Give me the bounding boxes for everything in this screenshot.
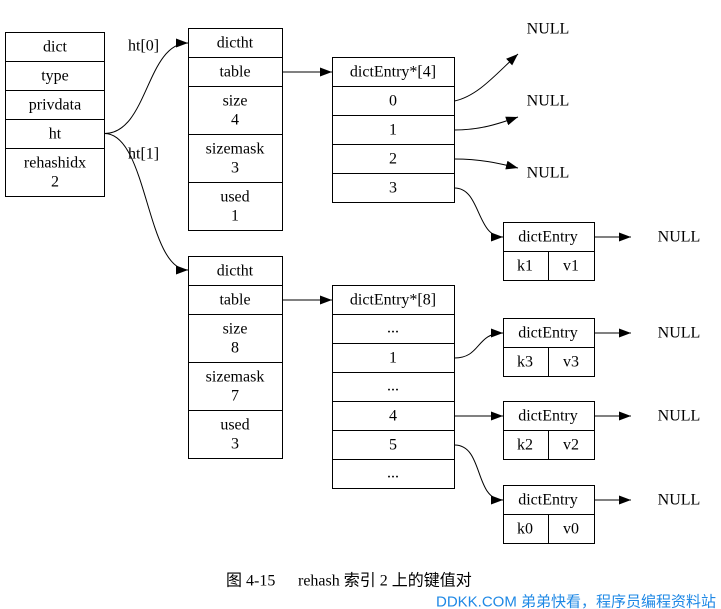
table-1-box: [332, 285, 455, 489]
table-1-slot: ...: [387, 465, 399, 482]
dict-title: dict: [43, 39, 68, 56]
edge-label-ht0: ht[0]: [128, 38, 159, 55]
dictht-0-size-label: size: [223, 93, 248, 110]
dict-field-privdata: privdata: [29, 97, 81, 114]
dict-entry-value: v1: [563, 258, 579, 275]
table-1-title: dictEntry*[8]: [350, 292, 436, 309]
dictht-0-size-value: 4: [231, 112, 239, 129]
dictht-1-sizemask-label: sizemask: [206, 369, 265, 386]
edge-label-ht1: ht[1]: [128, 146, 159, 163]
dictht-1-table: table: [219, 292, 250, 309]
dictht-1-box: [188, 256, 283, 459]
table-0-slot: 2: [389, 151, 397, 168]
dict-entry-title: dictEntry: [518, 229, 578, 246]
table-0-slot: 0: [389, 93, 397, 110]
dictht-0-used-value: 1: [231, 208, 239, 225]
dict-field-rehashidx-value: 2: [51, 174, 59, 191]
null-arrow: [454, 158, 519, 170]
dict-box: [5, 32, 105, 197]
dict-entry-value: v0: [563, 521, 579, 538]
dictht-1: dictht table size 8 sizemask 7 used 3: [188, 256, 283, 459]
dict-entry-title: dictEntry: [518, 325, 578, 342]
null-label: NULL: [658, 408, 701, 425]
dictht-0-sizemask-value: 3: [231, 160, 239, 177]
entry-pointer-arrow: [454, 187, 504, 242]
table-0-slot: 3: [389, 180, 397, 197]
dictht-1-sizemask-value: 7: [231, 388, 239, 405]
dictht-0-used-label: used: [220, 189, 249, 206]
dict-entry-k2: dictEntry k2 v2: [503, 401, 595, 460]
dictht-1-used-value: 3: [231, 436, 239, 453]
dictht-1-title: dictht: [217, 263, 254, 280]
dict-entry-key: k0: [517, 521, 533, 538]
null-label: NULL: [658, 325, 701, 342]
edge-ht1-arrow: [104, 133, 189, 275]
dictht-1-size-value: 8: [231, 340, 239, 357]
dict-entry-k0: dictEntry k0 v0: [503, 485, 595, 544]
table-1-slot: 1: [389, 350, 397, 367]
dictht-0-sizemask-label: sizemask: [206, 141, 265, 158]
table-1-slot: 4: [389, 408, 397, 425]
null-label: NULL: [658, 229, 701, 246]
dict-entry-value: v2: [563, 437, 579, 454]
dictht-1-size-label: size: [223, 321, 248, 338]
caption-title: rehash 索引 2 上的键值对: [298, 572, 472, 590]
dict-entry-title: dictEntry: [518, 492, 578, 509]
entry-pointer-arrow: [454, 328, 504, 359]
dictht-0-box: [188, 28, 283, 231]
null-arrow: [454, 53, 519, 102]
dictht-0-title: dictht: [217, 35, 254, 52]
dict-entry-key: k3: [517, 354, 533, 371]
dictht-0-table: table: [219, 64, 250, 81]
dict-struct: dict type privdata ht rehashidx 2: [5, 32, 105, 197]
dict-field-type: type: [41, 68, 69, 85]
table-1-slot: ...: [387, 320, 399, 337]
table-1: dictEntry*[8] ... 1 ... 4 5 ...: [332, 285, 455, 489]
null-label: NULL: [658, 492, 701, 509]
dict-entry-key: k2: [517, 437, 533, 454]
dict-entry-value: v3: [563, 354, 579, 371]
table-0-slot: 1: [389, 122, 397, 139]
table-0-title: dictEntry*[4]: [350, 64, 436, 81]
dictht-1-used-label: used: [220, 417, 249, 434]
entry-pointer-arrow: [454, 444, 504, 505]
dict-entry-title: dictEntry: [518, 408, 578, 425]
table-1-slot: 5: [389, 437, 397, 454]
table-0: dictEntry*[4] 0 1 2 3: [332, 57, 455, 203]
dict-field-ht: ht: [49, 126, 62, 143]
caption-number: 图 4-15: [226, 573, 275, 590]
null-arrow: [454, 116, 519, 131]
edge-ht0-arrow: [104, 38, 189, 134]
null-label: NULL: [527, 165, 570, 182]
figure-caption: 图 4-15 rehash 索引 2 上的键值对: [226, 572, 472, 590]
null-label: NULL: [527, 21, 570, 38]
dict-entry-k3: dictEntry k3 v3: [503, 318, 595, 377]
null-label: NULL: [527, 93, 570, 110]
dict-entry-key: k1: [517, 258, 533, 275]
watermark-text: DDKK.COM 弟弟快看，程序员编程资料站: [436, 594, 716, 609]
dict-field-rehashidx-label: rehashidx: [24, 155, 86, 172]
dict-entry-k1: dictEntry k1 v1: [503, 222, 595, 281]
dictht-0: dictht table size 4 sizemask 3 used 1: [188, 28, 283, 231]
table-1-slot: ...: [387, 378, 399, 395]
